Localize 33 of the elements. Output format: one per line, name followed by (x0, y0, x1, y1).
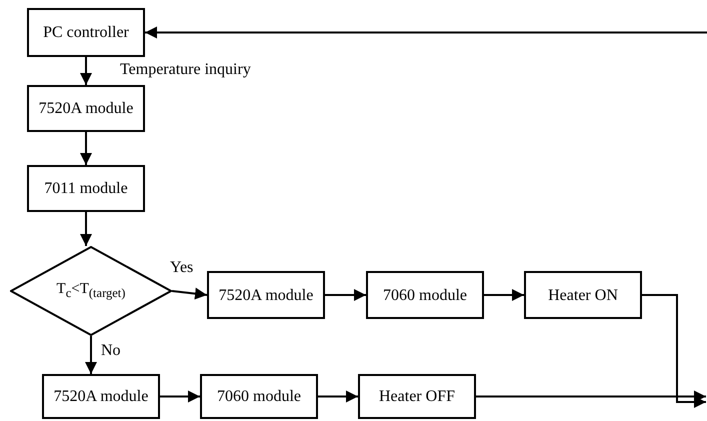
arrow (172, 288, 208, 300)
process-box (42, 374, 160, 419)
arrow (145, 26, 707, 38)
arrow (642, 294, 706, 408)
process-box (524, 271, 642, 319)
process-box (207, 271, 325, 319)
arrow (484, 289, 524, 301)
node-label: Heater ON (547, 286, 619, 304)
arrow (318, 390, 358, 402)
process-box (200, 374, 318, 419)
node-label: PC controller (42, 23, 130, 42)
process-box (27, 165, 145, 212)
arrow (80, 57, 92, 85)
node-label: 7011 module (43, 179, 129, 198)
arrow (80, 132, 92, 165)
process-box (27, 85, 145, 132)
arrow (80, 212, 92, 246)
process-box (358, 374, 476, 419)
arrow (476, 390, 706, 402)
node-label: Heater OFF (378, 387, 456, 406)
decision-diamond (10, 246, 172, 336)
process-box (366, 271, 484, 319)
process-box (27, 8, 145, 57)
arrow (160, 390, 200, 402)
node-label: T$_{c}$<T$_{(target)}$ (56, 280, 126, 302)
node-label: 7520A module (218, 286, 314, 304)
node-label: 7060 module (216, 387, 302, 406)
node-label: 7520A module (52, 387, 150, 406)
edge-label: Temperature inquiry (120, 61, 251, 79)
arrow (325, 289, 366, 301)
arrow (85, 336, 97, 374)
node-label: 7520A module (38, 99, 134, 118)
node-label: 7060 module (382, 286, 468, 304)
